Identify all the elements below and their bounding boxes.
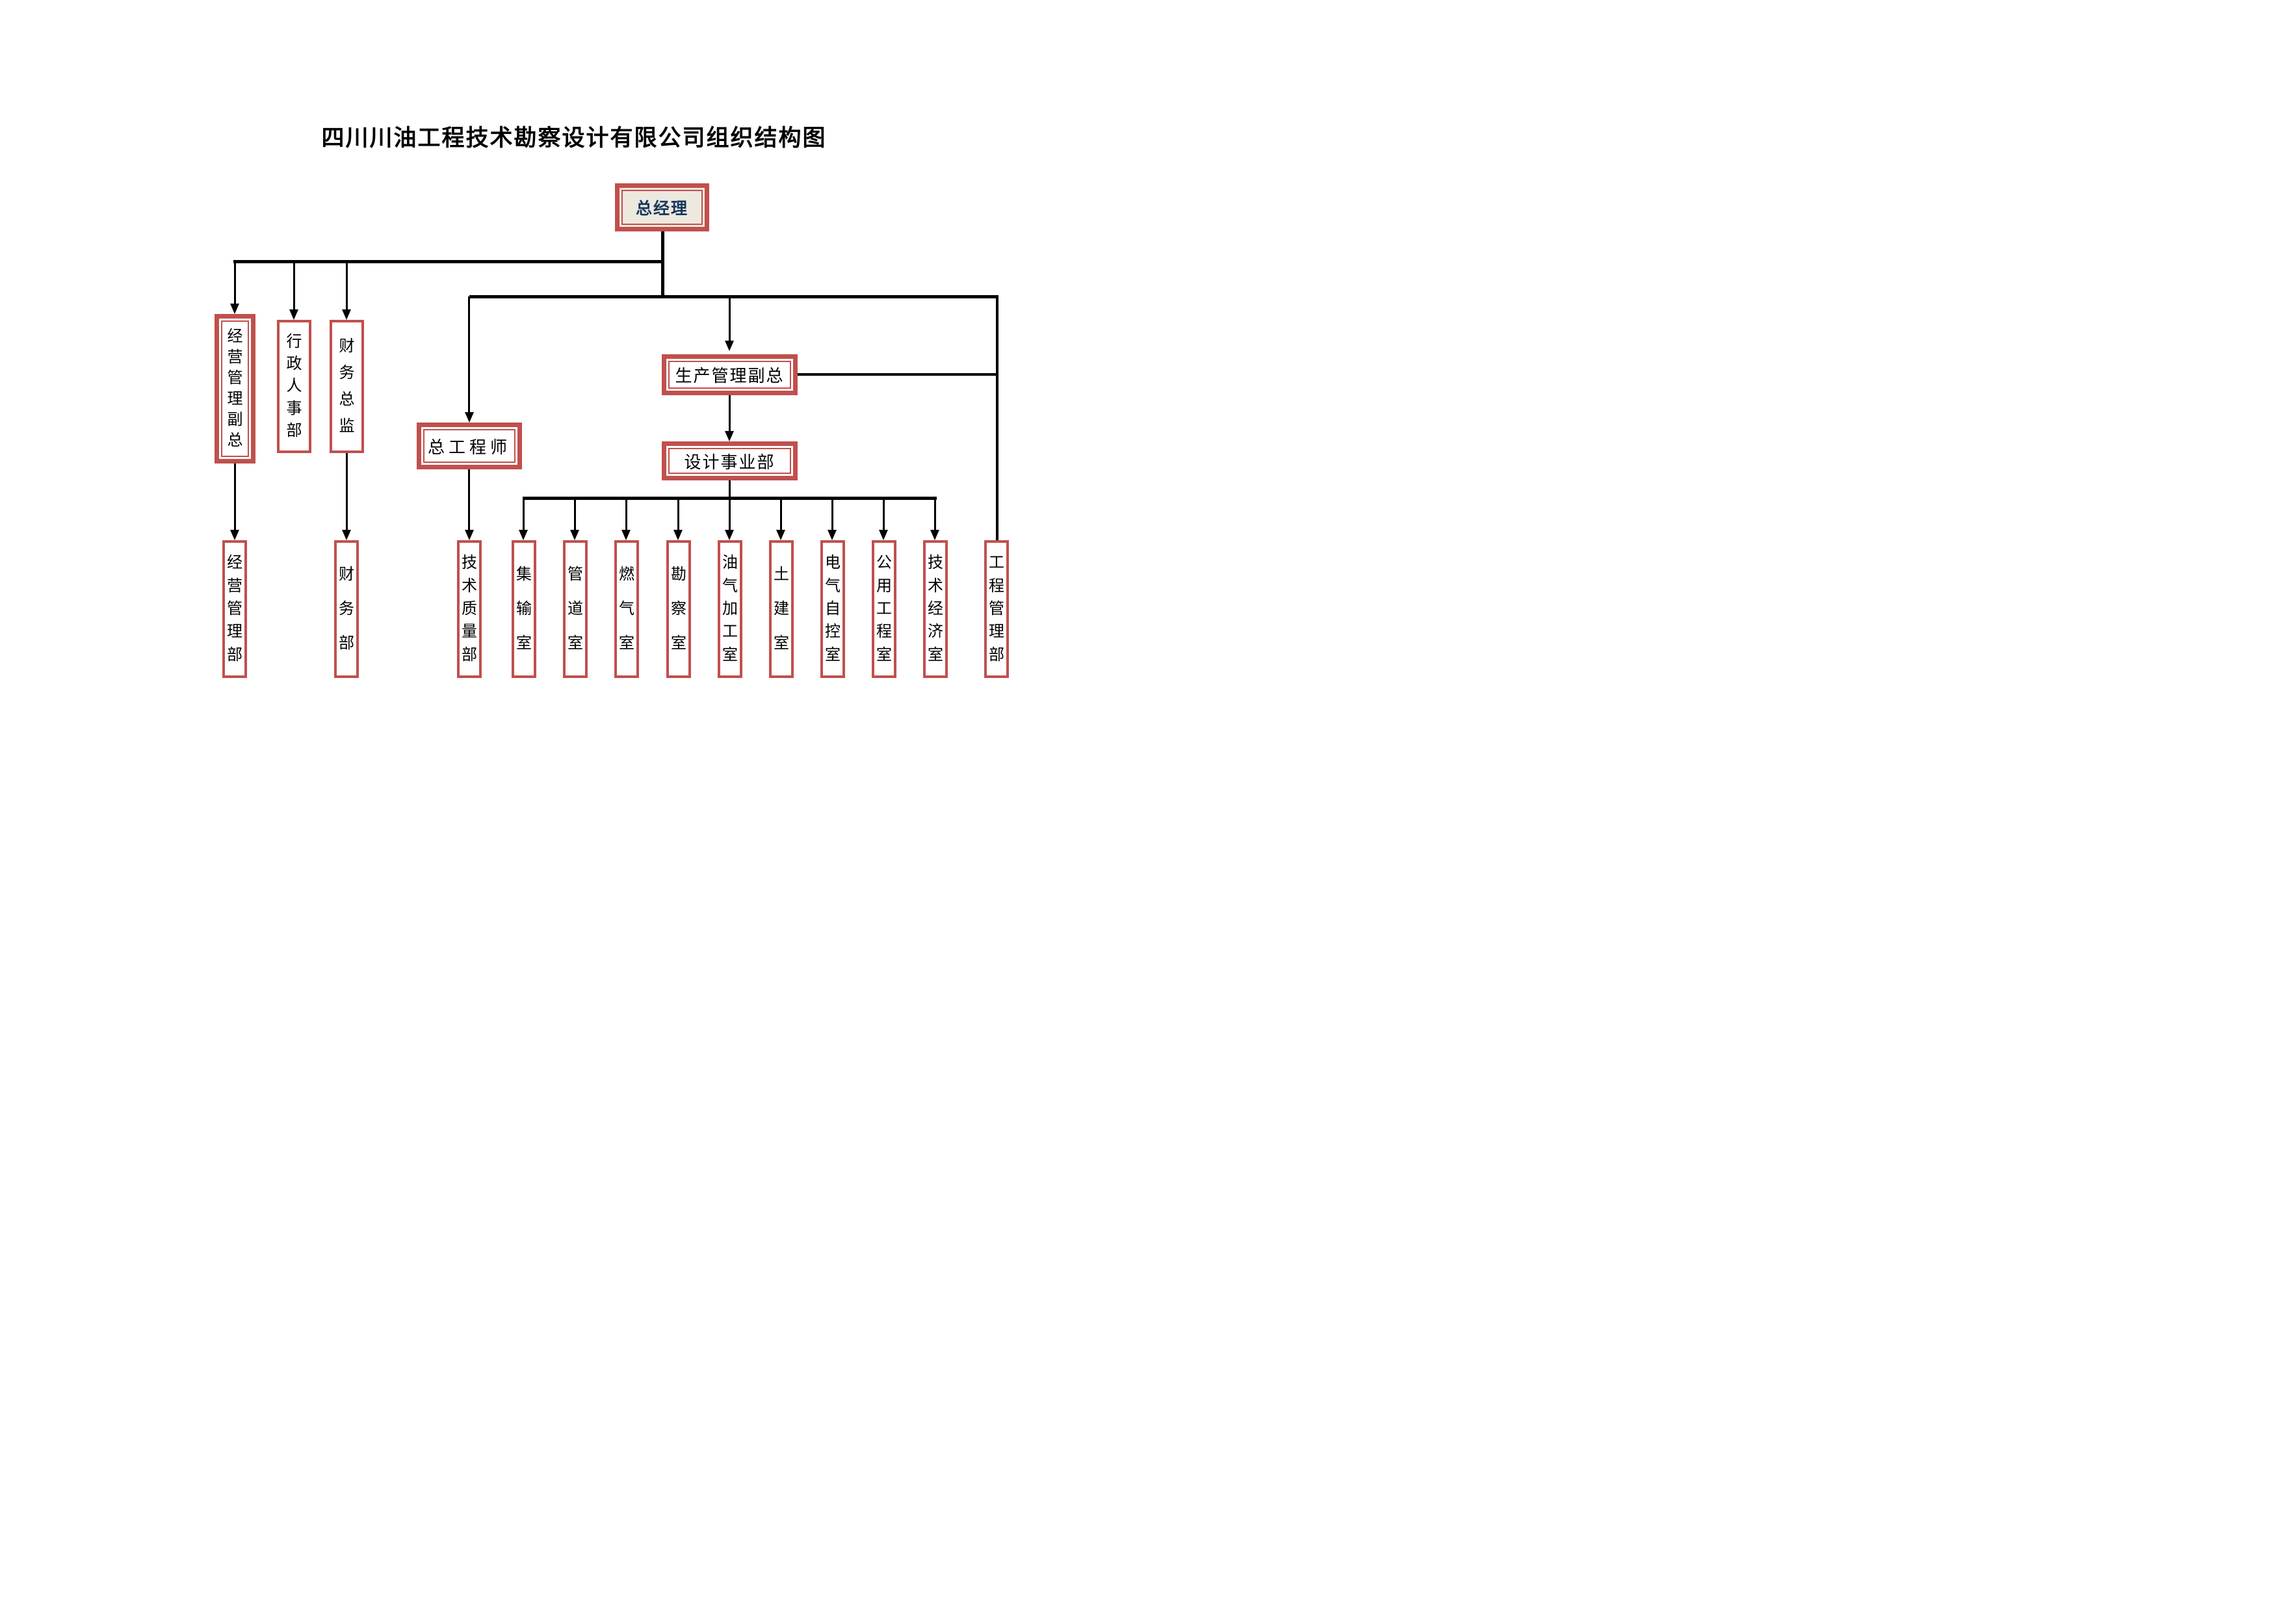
org-box-finance-director: 财务总监 bbox=[330, 320, 364, 453]
org-box-civil-room: 土建室 bbox=[769, 540, 794, 678]
connector-finance-director-to-dept bbox=[346, 452, 348, 531]
org-box-utility-engineering-room: 公用工程室 bbox=[872, 540, 896, 678]
connector-drop-business-mgmt-vp bbox=[234, 261, 236, 304]
arrowhead-business-mgmt-dept bbox=[230, 530, 239, 540]
connector-level2-bar bbox=[469, 295, 998, 298]
org-box-admin-hr-dept: 行政人事部 bbox=[277, 320, 311, 453]
connector-design-division-to-level3 bbox=[729, 480, 731, 498]
org-box-label: 财务总监 bbox=[339, 338, 355, 435]
arrowhead-tech-quality-dept bbox=[465, 530, 474, 540]
org-box-finance-dept: 财务部 bbox=[334, 540, 359, 678]
org-box-chief-engineer: 总工程师 bbox=[417, 423, 522, 469]
arrowhead-electrical bbox=[828, 530, 837, 540]
org-box-production-mgmt-vp: 生产管理副总 bbox=[662, 354, 798, 395]
connector-drop-finance-director bbox=[346, 261, 348, 310]
org-box-business-mgmt-vp: 经营管理副总 bbox=[215, 314, 255, 463]
connector-drop-admin-hr bbox=[293, 261, 295, 310]
org-box-label: 电气自控室 bbox=[825, 555, 841, 664]
connector-drop-survey bbox=[677, 499, 679, 530]
arrowhead-pipeline bbox=[570, 530, 579, 540]
connector-drop-production-vp bbox=[729, 296, 731, 341]
connector-drop-electrical bbox=[831, 499, 833, 530]
arrowhead-tech-economy bbox=[930, 530, 939, 540]
org-box-label: 经营管理副总 bbox=[227, 328, 243, 449]
arrowhead-gathering bbox=[519, 530, 528, 540]
arrowhead-finance-director bbox=[342, 309, 351, 320]
org-box-label: 勘察室 bbox=[671, 566, 686, 652]
connector-production-vp-to-right-vertical bbox=[798, 373, 998, 376]
connector-business-vp-to-dept bbox=[234, 462, 236, 531]
connector-drop-gas bbox=[625, 499, 627, 530]
arrowhead-production-vp bbox=[725, 341, 734, 351]
org-box-label: 设计事业部 bbox=[684, 452, 776, 472]
org-box-gas-room: 燃气室 bbox=[614, 540, 639, 678]
org-box-label: 财务部 bbox=[339, 566, 354, 652]
org-box-design-division: 设计事业部 bbox=[662, 441, 798, 480]
arrowhead-admin-hr bbox=[289, 309, 298, 320]
org-box-electrical-control-room: 电气自控室 bbox=[820, 540, 845, 678]
chart-title: 四川川油工程技术勘察设计有限公司组织结构图 bbox=[321, 125, 827, 151]
connector-trunk-general-manager bbox=[661, 231, 664, 298]
connector-chief-engineer-to-tech-quality bbox=[468, 469, 470, 531]
org-box-label: 生产管理副总 bbox=[675, 367, 785, 385]
org-box-oil-gas-processing-room: 油气加工室 bbox=[718, 540, 742, 678]
arrowhead-finance-dept bbox=[342, 530, 351, 540]
arrowhead-civil bbox=[776, 530, 785, 540]
org-box-business-mgmt-dept: 经营管理部 bbox=[222, 540, 247, 678]
connector-drop-utility bbox=[883, 499, 885, 530]
connector-drop-pipeline bbox=[574, 499, 576, 530]
org-box-tech-economy-room: 技术经济室 bbox=[923, 540, 948, 678]
org-box-label: 集输室 bbox=[516, 566, 532, 652]
connector-drop-tech-economy bbox=[934, 499, 936, 530]
org-box-label: 技术质量部 bbox=[462, 555, 477, 664]
connector-drop-gathering bbox=[523, 499, 525, 530]
org-box-label: 燃气室 bbox=[619, 566, 634, 652]
connector-right-vertical bbox=[996, 295, 998, 540]
org-box-tech-quality-dept: 技术质量部 bbox=[457, 540, 482, 678]
connector-drop-civil bbox=[780, 499, 782, 530]
org-box-gathering-transport-room: 集输室 bbox=[512, 540, 536, 678]
org-box-engineering-mgmt-dept: 工程管理部 bbox=[984, 540, 1009, 678]
arrowhead-utility bbox=[879, 530, 888, 540]
arrowhead-business-mgmt-vp bbox=[230, 304, 239, 314]
org-box-label: 土建室 bbox=[774, 566, 789, 652]
connector-production-vp-to-design-division bbox=[729, 395, 731, 432]
org-box-label: 技术经济室 bbox=[928, 555, 943, 664]
org-box-label: 经营管理部 bbox=[227, 555, 242, 664]
connector-drop-oil-gas bbox=[729, 499, 731, 530]
org-chart-canvas: 四川川油工程技术勘察设计有限公司组织结构图 总经理 经营管理副总 bbox=[0, 0, 1148, 809]
arrowhead-gas bbox=[621, 530, 631, 540]
org-box-label: 油气加工室 bbox=[722, 555, 738, 664]
connector-drop-chief-engineer bbox=[468, 296, 470, 413]
connector-level1-bar bbox=[233, 260, 664, 263]
org-box-label: 管道室 bbox=[567, 566, 583, 652]
arrowhead-oil-gas bbox=[725, 530, 734, 540]
org-box-label: 行政人事部 bbox=[286, 333, 302, 439]
org-box-pipeline-room: 管道室 bbox=[563, 540, 588, 678]
arrowhead-chief-engineer bbox=[465, 412, 474, 423]
org-box-label: 工程管理部 bbox=[989, 555, 1004, 664]
connector-level3-bar bbox=[523, 497, 937, 500]
org-box-label: 总工程师 bbox=[427, 437, 511, 457]
arrowhead-design-division bbox=[725, 431, 734, 441]
org-box-label: 公用工程室 bbox=[876, 555, 892, 664]
arrowhead-survey bbox=[673, 530, 683, 540]
org-box-general-manager: 总经理 bbox=[615, 183, 709, 231]
org-box-survey-room: 勘察室 bbox=[666, 540, 691, 678]
org-box-label: 总经理 bbox=[635, 200, 688, 218]
